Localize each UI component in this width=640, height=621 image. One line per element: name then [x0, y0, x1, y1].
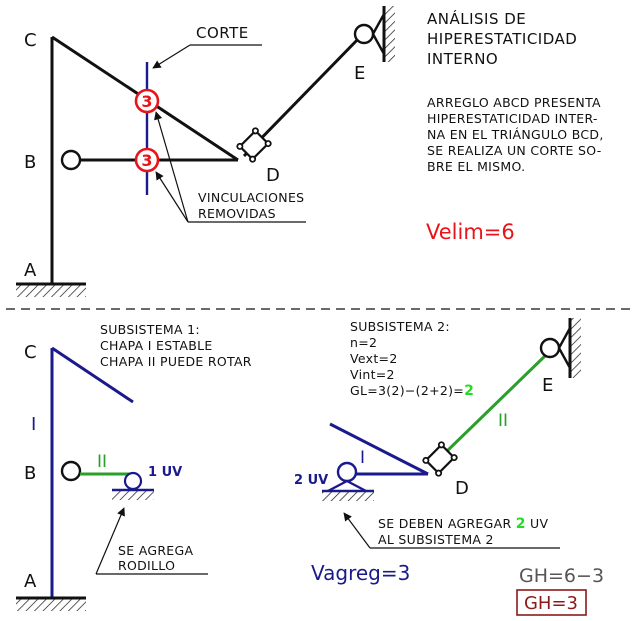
title-line-1: ANÁLISIS DE	[427, 9, 526, 28]
corte-callout: CORTE	[152, 24, 262, 69]
velim-label: Velim=6	[426, 220, 515, 244]
rodillo-line-2: RODILLO	[118, 558, 175, 573]
node-label-a: A	[24, 260, 37, 281]
sub2-heading-1: SUBSISTEMA 2:	[350, 319, 450, 334]
agregar-line-1: SE DEBEN AGREGAR 2 UV	[378, 516, 549, 532]
vinculaciones-callout: VINCULACIONES REMOVIDAS	[154, 111, 306, 223]
subsystem-2: SUBSISTEMA 2: n=2 Vext=2 Vint=2 GL=3(2)−…	[294, 318, 581, 549]
agregar-prefix: SE DEBEN AGREGAR	[378, 516, 516, 531]
sub2-member-ii	[443, 352, 549, 455]
sub1-roller	[112, 471, 154, 500]
corte-label: CORTE	[196, 24, 249, 42]
description-line-1: ARREGLO ABCD PRESENTA	[427, 95, 601, 110]
hinge-d	[236, 127, 272, 163]
sub1-diagonal	[51, 346, 134, 404]
sub2-uv-label: 2 UV	[294, 473, 328, 488]
sub2-heading-3: Vext=2	[350, 351, 398, 366]
node-label-e: E	[354, 63, 365, 84]
sub1-uv-label: 1 UV	[148, 465, 182, 480]
sub2-pin-support-e	[539, 318, 581, 378]
top-structure: 3 3 C B A D E	[16, 6, 395, 297]
sub2-pin-support-left	[322, 461, 374, 501]
node-label-b: B	[24, 152, 36, 173]
description-block: ARREGLO ABCD PRESENTA HIPERESTATICIDAD I…	[427, 95, 604, 174]
title-line-3: INTERNO	[427, 50, 498, 68]
sub2-hinge-d	[422, 441, 458, 477]
description-line-3: NA EN EL TRIÁNGULO BCD,	[427, 127, 604, 142]
sub2-gl-value: 2	[464, 383, 474, 399]
fixed-support-a	[16, 282, 86, 297]
member-de	[242, 33, 364, 158]
sub1-node-a: A	[24, 571, 37, 592]
cut-marker-upper: 3	[134, 88, 160, 114]
sub2-gl-prefix: GL=3(2)−(2+2)=	[350, 383, 464, 398]
cut-count-upper: 3	[141, 92, 152, 111]
sub2-node-d: D	[455, 478, 469, 499]
gh-result-box: GH=3	[516, 589, 587, 616]
sub1-heading-3: CHAPA II PUEDE ROTAR	[100, 354, 252, 369]
node-label-d: D	[266, 165, 280, 186]
sub1-chapa-1: I	[31, 414, 36, 435]
sub1-hinge-b	[60, 460, 82, 482]
vagreg-label: Vagreg=3	[311, 561, 410, 585]
description-line-5: BRE EL MISMO.	[427, 159, 525, 174]
sub2-chapa-2: II	[498, 411, 508, 431]
vinculaciones-line-1: VINCULACIONES	[198, 190, 304, 205]
title-block: ANÁLISIS DE HIPERESTATICIDAD INTERNO	[427, 9, 577, 68]
hinge-b	[60, 149, 82, 171]
sub2-member-i-diagonal	[329, 422, 429, 476]
vinculaciones-line-2: REMOVIDAS	[198, 206, 276, 221]
gh-formula: GH=6−3	[519, 565, 604, 587]
sub2-chapa-1: I	[360, 448, 365, 468]
sub2-heading-4: Vint=2	[350, 367, 395, 382]
description-line-2: HIPERESTATICIDAD INTER-	[427, 111, 598, 126]
sub1-fixed-support	[16, 596, 86, 611]
rodillo-callout: SE AGREGA RODILLO	[95, 507, 208, 575]
rodillo-line-1: SE AGREGA	[118, 543, 193, 558]
sub2-heading-2: n=2	[350, 335, 377, 350]
gh-result: GH=3	[524, 593, 578, 614]
subsystem-1: SUBSISTEMA 1: CHAPA I ESTABLE CHAPA II P…	[16, 322, 252, 611]
sub1-heading-2: CHAPA I ESTABLE	[100, 338, 213, 353]
sub1-heading-1: SUBSISTEMA 1:	[100, 322, 200, 337]
sub1-node-c: C	[24, 342, 37, 363]
sub2-gl-line: GL=3(2)−(2+2)=2	[350, 383, 474, 399]
cut-count-lower: 3	[141, 151, 152, 170]
agregar-callout: SE DEBEN AGREGAR 2 UV AL SUBSISTEMA 2	[343, 512, 560, 549]
agregar-line-2: AL SUBSISTEMA 2	[378, 532, 494, 547]
description-line-4: SE REALIZA UN CORTE SO-	[427, 143, 602, 158]
sub1-chapa-2: II	[97, 452, 107, 472]
pin-support-e	[353, 6, 395, 62]
sub1-node-b: B	[24, 463, 36, 484]
node-label-c: C	[24, 30, 37, 51]
sub2-node-e: E	[542, 375, 553, 396]
agregar-suffix: UV	[526, 516, 549, 531]
agregar-value: 2	[516, 516, 526, 532]
cut-marker-lower: 3	[134, 147, 160, 173]
title-line-2: HIPERESTATICIDAD	[427, 30, 577, 48]
